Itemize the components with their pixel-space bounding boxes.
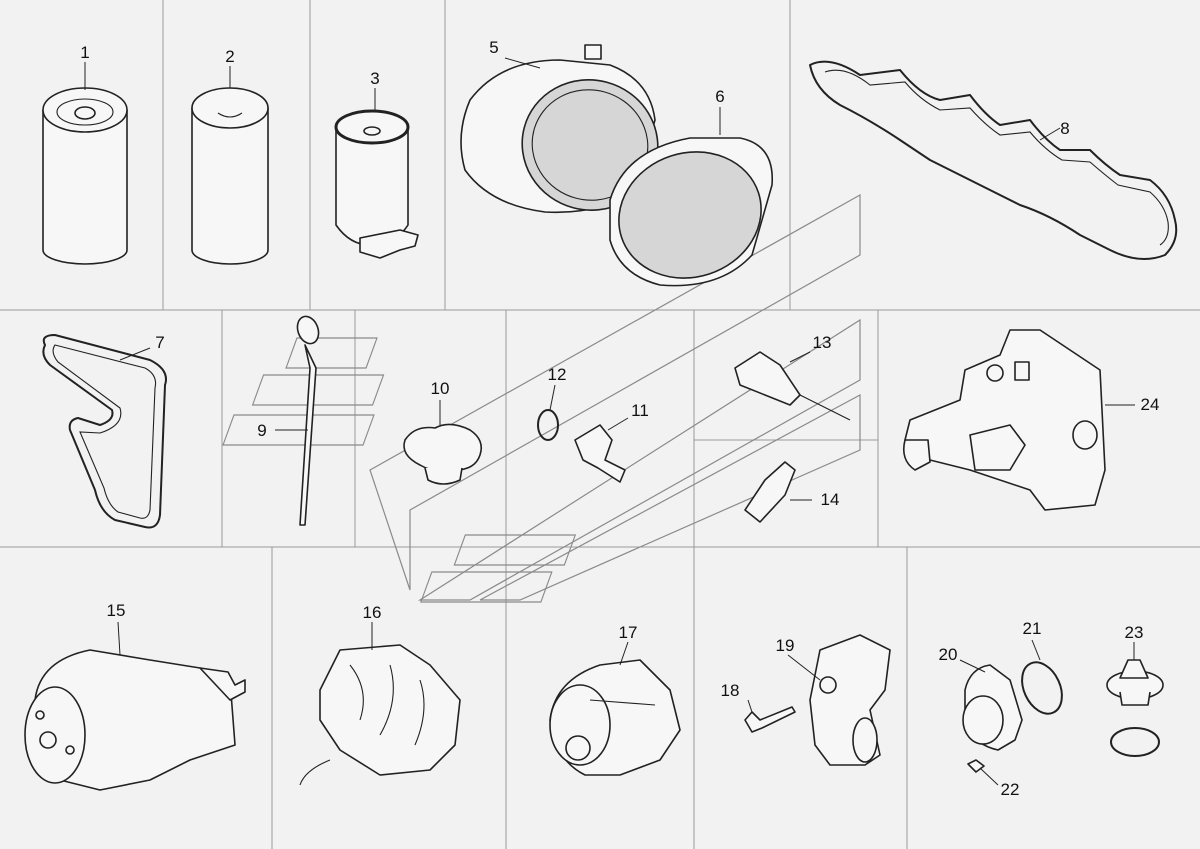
callout-18: 18 xyxy=(721,681,740,700)
callout-21: 21 xyxy=(1023,619,1042,638)
callout-23: 23 xyxy=(1125,623,1144,642)
callout-4: 4 xyxy=(355,23,364,42)
callout-5: 5 xyxy=(489,38,498,57)
part-11-sensor xyxy=(574,417,629,483)
part-14-sensor xyxy=(744,461,812,523)
part-15-starter-motor xyxy=(24,621,246,791)
part-3-fuel-filter xyxy=(334,88,419,259)
part-17-alternator xyxy=(549,641,681,776)
part-7-belt xyxy=(42,334,167,529)
callout-13: 13 xyxy=(813,333,832,352)
callout-7: 7 xyxy=(155,333,164,352)
part-10-oil-cap xyxy=(403,400,483,485)
callout-3: 3 xyxy=(370,69,379,88)
part-1-oil-filter xyxy=(42,62,128,265)
part-9-dipstick xyxy=(275,315,320,526)
callout-24: 24 xyxy=(1141,395,1160,414)
callout-22: 22 xyxy=(1001,780,1020,799)
part-23-thermostat xyxy=(1106,642,1164,757)
callout-19: 19 xyxy=(776,636,795,655)
part-6-filter-element xyxy=(609,107,773,287)
callout-9: 9 xyxy=(257,421,266,440)
part-12-seal xyxy=(537,384,559,441)
callout-12: 12 xyxy=(548,365,567,384)
callout-17: 17 xyxy=(619,623,638,642)
part-13-sensor xyxy=(734,351,851,421)
callout-16: 16 xyxy=(363,603,382,622)
part-22-bolt xyxy=(967,759,999,786)
callout-14: 14 xyxy=(821,490,840,509)
part-8-gasket xyxy=(809,60,1178,260)
callout-8: 8 xyxy=(1060,119,1069,138)
callout-20: 20 xyxy=(939,645,958,664)
part-18-bolt xyxy=(744,699,796,733)
callout-10: 10 xyxy=(431,379,450,398)
watermark-logo xyxy=(222,193,861,603)
part-19-tensioner xyxy=(787,634,891,766)
part-2-filter xyxy=(191,66,269,265)
callout-11: 11 xyxy=(631,401,649,420)
part-16-fuel-pump xyxy=(299,622,461,786)
callout-6: 6 xyxy=(715,87,724,106)
part-21-gasket xyxy=(1021,639,1063,715)
part-24-filter-head xyxy=(902,329,1135,511)
part-20-water-pump xyxy=(959,659,1023,751)
callout-15: 15 xyxy=(107,601,126,620)
callout-2: 2 xyxy=(225,47,234,66)
callout-1: 1 xyxy=(80,43,89,62)
